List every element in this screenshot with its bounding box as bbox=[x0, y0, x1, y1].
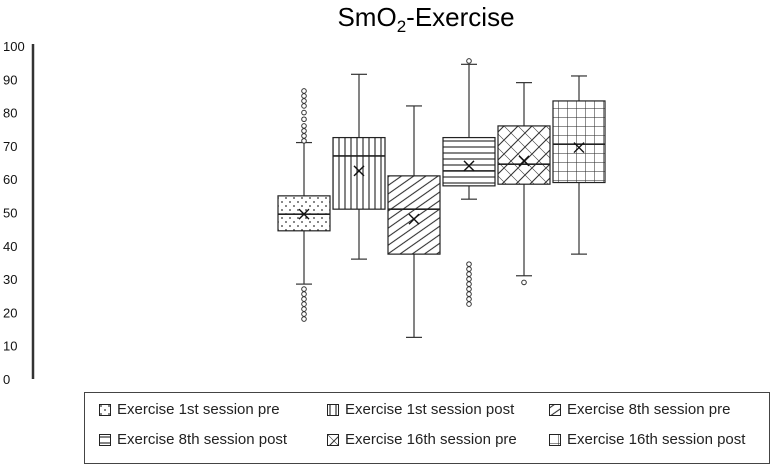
legend-swatch bbox=[327, 433, 339, 446]
outlier-point bbox=[301, 116, 307, 123]
outlier-point bbox=[301, 123, 307, 129]
outlier-point bbox=[466, 291, 472, 297]
outlier-point bbox=[466, 58, 472, 64]
y-tick-label: 100 bbox=[3, 39, 25, 54]
y-tick-label: 30 bbox=[3, 272, 17, 287]
outlier-point bbox=[466, 281, 472, 287]
box-1 bbox=[277, 88, 331, 322]
legend-label: Exercise 8th session pre bbox=[567, 401, 731, 418]
y-tick-label: 10 bbox=[3, 339, 17, 354]
box-4 bbox=[442, 58, 496, 307]
outlier-point bbox=[301, 109, 307, 116]
y-tick-label: 50 bbox=[3, 206, 17, 221]
outlier-point bbox=[301, 306, 307, 312]
legend-swatch bbox=[549, 403, 561, 416]
legend-item: Exercise 16th session post bbox=[549, 431, 745, 448]
outlier-point bbox=[301, 291, 307, 297]
y-tick-label: 20 bbox=[3, 305, 17, 320]
mean-marker bbox=[573, 142, 585, 154]
outlier-point bbox=[466, 296, 472, 302]
mean-marker bbox=[353, 165, 365, 177]
outlier-point bbox=[301, 311, 307, 317]
outlier-point bbox=[301, 93, 307, 99]
y-tick-label: 40 bbox=[3, 239, 17, 254]
outlier-point bbox=[301, 316, 307, 322]
legend-label: Exercise 16th session post bbox=[567, 431, 746, 448]
outlier-point bbox=[466, 266, 472, 272]
box-2 bbox=[332, 73, 386, 260]
legend-item: Exercise 16th session pre bbox=[327, 431, 517, 448]
mean-marker bbox=[463, 160, 475, 172]
boxes bbox=[277, 58, 606, 338]
outlier-point bbox=[301, 128, 307, 134]
y-tick-label: 80 bbox=[3, 106, 17, 121]
legend-swatch bbox=[99, 403, 111, 416]
outlier-point bbox=[301, 88, 307, 94]
legend-label: Exercise 1st session pre bbox=[117, 401, 280, 418]
outlier-point bbox=[301, 103, 307, 109]
legend-item: Exercise 1st session post bbox=[327, 401, 514, 418]
legend-label: Exercise 8th session post bbox=[117, 431, 288, 448]
iqr-box bbox=[387, 175, 441, 255]
legend-label: Exercise 1st session post bbox=[345, 401, 515, 418]
outlier-point bbox=[301, 301, 307, 307]
mean-marker bbox=[518, 155, 530, 167]
legend-item: Exercise 8th session pre bbox=[549, 401, 730, 418]
outlier-point bbox=[521, 279, 527, 286]
box-6 bbox=[552, 75, 606, 255]
legend-label: Exercise 16th session pre bbox=[345, 431, 517, 448]
legend-swatch bbox=[99, 433, 111, 446]
outlier-point bbox=[466, 261, 472, 267]
outlier-point bbox=[301, 296, 307, 302]
iqr-box bbox=[552, 100, 606, 184]
outlier-point bbox=[466, 276, 472, 282]
outlier-point bbox=[301, 138, 307, 144]
mean-marker bbox=[298, 208, 310, 220]
y-axis-ticks: 0 10 20 30 40 50 60 70 80 90 100 bbox=[3, 39, 25, 387]
y-tick-label: 90 bbox=[3, 72, 17, 87]
outlier-point bbox=[466, 271, 472, 277]
chart-title: SmO2-Exercise bbox=[337, 2, 514, 36]
boxplot-chart: SmO2-Exercise 0 10 20 30 40 50 60 70 80 90 100 bbox=[3, 2, 606, 387]
legend-swatch bbox=[327, 403, 339, 416]
outlier-point bbox=[301, 133, 307, 139]
y-tick-label: 70 bbox=[3, 139, 17, 154]
y-tick-label: 0 bbox=[3, 372, 10, 387]
mean-marker bbox=[408, 213, 420, 225]
iqr-box bbox=[442, 136, 496, 187]
box-5 bbox=[497, 82, 551, 286]
legend-item: Exercise 8th session post bbox=[99, 431, 287, 448]
legend-item: Exercise 1st session pre bbox=[99, 401, 280, 418]
legend: Exercise 1st session pre Exercise 1st ses… bbox=[84, 392, 770, 464]
legend-swatch bbox=[549, 433, 561, 446]
outlier-point bbox=[301, 98, 307, 104]
outlier-point bbox=[466, 301, 472, 307]
y-tick-label: 60 bbox=[3, 172, 17, 187]
iqr-box bbox=[332, 136, 386, 210]
outlier-point bbox=[466, 286, 472, 292]
outlier-point bbox=[301, 286, 307, 292]
iqr-box bbox=[497, 125, 551, 185]
box-3 bbox=[387, 105, 441, 338]
